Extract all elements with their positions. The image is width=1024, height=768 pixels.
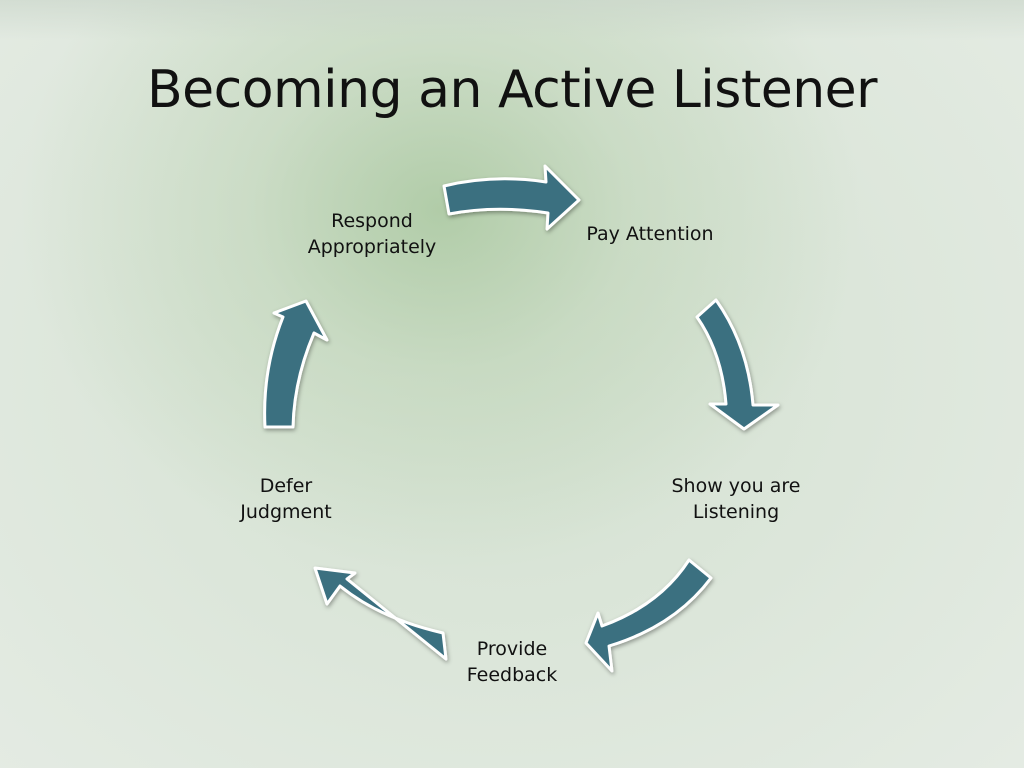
cycle-arrow-feedback-to-judgment (313, 566, 448, 661)
cycle-arrow-judgment-to-respond (263, 299, 329, 429)
node-label-line: Show you are (671, 475, 801, 497)
node-label-line: Provide (476, 638, 548, 660)
node-label-line: Defer (259, 475, 313, 497)
slide-title: Becoming an Active Listener (146, 60, 878, 120)
node-show-listening: Show you are Listening (646, 473, 826, 525)
node-label-line: Judgment (240, 501, 332, 523)
cycle-arrow-listening-to-feedback (584, 558, 713, 673)
cycle-arrow-respond-to-attention (442, 164, 581, 231)
node-label-line: Feedback (466, 664, 558, 686)
node-provide-feedback: Provide Feedback (422, 636, 602, 688)
node-label-line: Appropriately (307, 236, 437, 258)
node-respond-appropriately: Respond Appropriately (282, 208, 462, 260)
node-label-line: Respond (331, 210, 413, 232)
cycle-arrow-attention-to-listening (695, 298, 780, 431)
node-label-line: Pay Attention (586, 223, 714, 245)
node-label-line: Listening (692, 501, 780, 523)
node-pay-attention: Pay Attention (560, 221, 740, 247)
background-top-shade (0, 0, 1024, 40)
node-defer-judgment: Defer Judgment (196, 473, 376, 525)
